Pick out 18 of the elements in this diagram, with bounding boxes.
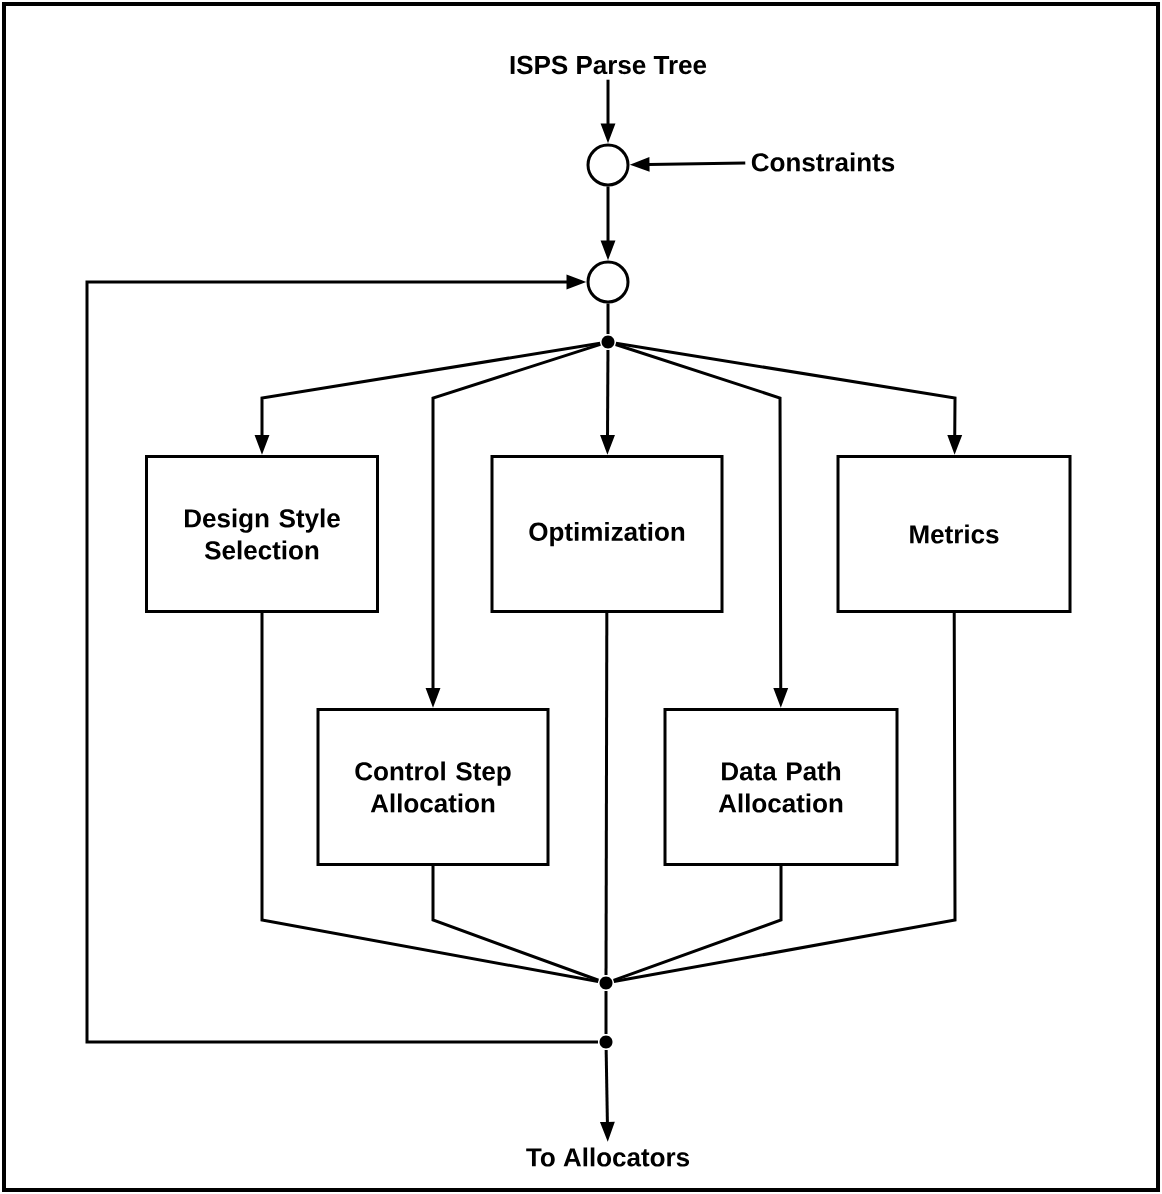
connector-line xyxy=(604,991,608,1034)
process-box: Optimization xyxy=(490,455,724,613)
connector-line xyxy=(431,866,599,982)
open-circle xyxy=(586,143,630,187)
open-circle xyxy=(586,260,630,304)
connector-line xyxy=(260,613,599,984)
text-label: ISPS Parse Tree xyxy=(510,55,707,75)
connector-line xyxy=(613,613,957,984)
text-label: Constraints xyxy=(751,152,895,172)
process-box: Control Step Allocation xyxy=(316,708,550,866)
process-box: Metrics xyxy=(836,455,1072,613)
connector-line xyxy=(613,866,783,982)
connector-line xyxy=(604,613,609,975)
connector-line xyxy=(606,303,610,334)
arrow xyxy=(85,274,598,1044)
process-box: Design Style Selection xyxy=(145,455,379,613)
process-box: Data Path Allocation xyxy=(663,708,899,866)
text-label: To Allocators xyxy=(526,1147,690,1167)
